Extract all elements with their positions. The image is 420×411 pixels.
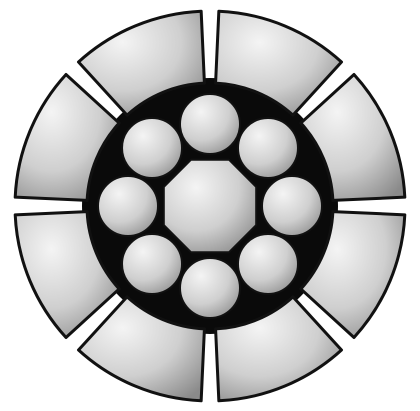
inner-strand-1	[180, 94, 240, 154]
center-strand	[164, 160, 256, 252]
inner-strand-5	[180, 258, 240, 318]
inner-strand-4	[238, 234, 298, 294]
inner-strand-7	[98, 176, 158, 236]
inner-strand-3	[262, 176, 322, 236]
center-strand-group	[164, 160, 256, 252]
inner-strand-6	[122, 234, 182, 294]
inner-strand-8	[122, 118, 182, 178]
inner-strand-2	[238, 118, 298, 178]
